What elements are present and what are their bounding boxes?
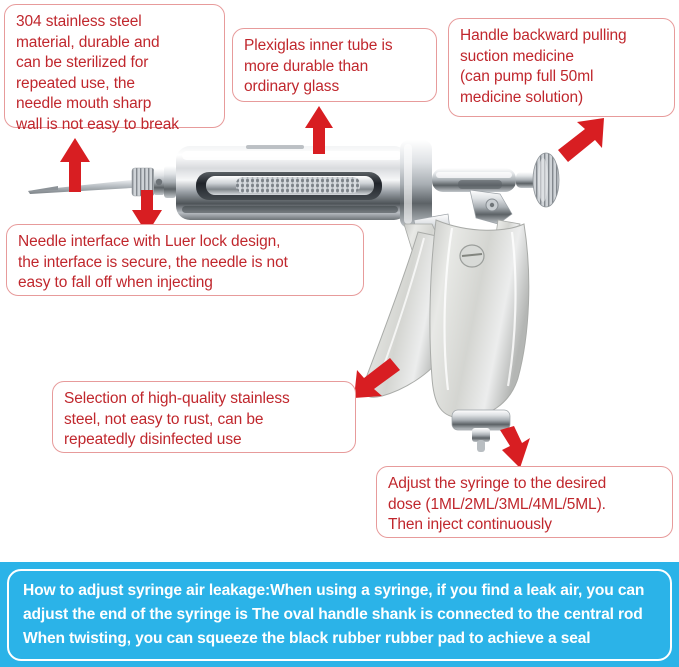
dose-adjuster: [451, 409, 511, 452]
arrow-grip-downleft: [352, 356, 406, 400]
barrel-collar: [400, 140, 432, 228]
arrow-handle-upright: [548, 116, 606, 164]
banner-border-frame: How to adjust syringe air leakage:When u…: [7, 569, 672, 661]
callout-luer-lock: Needle interface with Luer lock design, …: [6, 224, 364, 296]
syringe-barrel: [176, 145, 408, 220]
syringe-illustration: [0, 128, 679, 458]
callout-handle-suction: Handle backward pulling suction medicine…: [448, 18, 675, 117]
air-leakage-banner: How to adjust syringe air leakage:When u…: [0, 562, 679, 667]
syringe-svg: [28, 140, 560, 452]
arrow-luer-down: [130, 188, 164, 236]
banner-line-2: adjust the end of the syringe is The ova…: [23, 605, 643, 623]
plunger-rod-assembly: [432, 152, 560, 208]
banner-line-1: How to adjust syringe air leakage:When u…: [23, 582, 645, 599]
callout-stainless-quality: Selection of high-quality stainless stee…: [52, 381, 356, 453]
arrow-inner-tube-up: [303, 104, 335, 156]
callout-material: 304 stainless steel material, durable an…: [4, 4, 225, 133]
banner-line-3: When twisting, you can squeeze the black…: [23, 629, 591, 647]
pistol-grip: [363, 219, 530, 419]
arrow-dose-down: [498, 424, 536, 470]
callout-dose-adjust: Adjust the syringe to the desired dose (…: [376, 466, 673, 538]
arrow-needle-up: [58, 136, 92, 194]
callout-inner-tube: Plexiglas inner tube is more durable tha…: [232, 28, 437, 102]
